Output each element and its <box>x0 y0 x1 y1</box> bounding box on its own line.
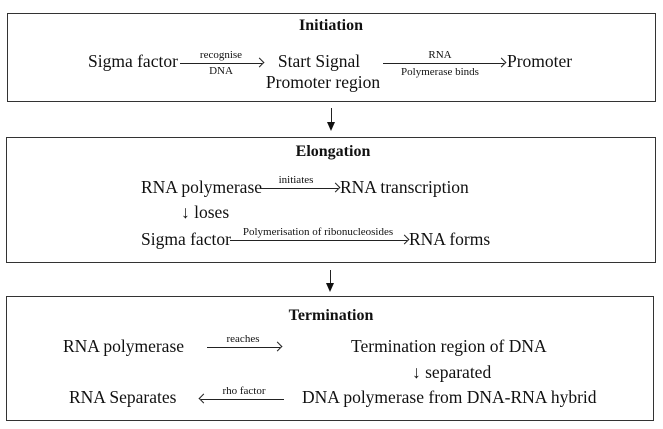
elongation-title: Elongation <box>295 143 371 160</box>
initiates-arrow-icon <box>260 188 338 189</box>
elongation-box <box>6 137 656 263</box>
elongation-rna-polymerase: RNA polymerase <box>141 177 263 197</box>
promoter-region: Promoter region <box>265 72 381 92</box>
initiates-label: initiates <box>278 174 314 186</box>
termination-region: Termination region of DNA <box>351 336 547 356</box>
reaches-label: reaches <box>226 333 260 345</box>
polymerisation-label: Polymerisation of ribonucleosides <box>242 226 394 238</box>
dna-polymerase-hybrid: DNA polymerase from DNA-RNA hybrid <box>302 387 597 407</box>
separated-label: ↓ separated <box>412 362 492 382</box>
start-signal: Start Signal <box>277 51 361 71</box>
recognise-label: recognise <box>199 49 243 61</box>
elongation-sigma-factor: Sigma factor <box>141 229 231 249</box>
initiation-sigma-factor: Sigma factor <box>88 51 178 71</box>
promoter: Promoter <box>507 51 573 71</box>
recognise-arrow-icon <box>180 63 262 64</box>
down-arrow-icon <box>326 270 334 292</box>
rna-binds-arrow-icon <box>383 63 504 64</box>
reaches-arrow-icon <box>207 347 280 348</box>
rna-separates: RNA Separates <box>69 387 177 407</box>
polymerase-binds-label: Polymerase binds <box>401 66 479 78</box>
termination-title: Termination <box>288 307 374 324</box>
initiation-title: Initiation <box>298 17 364 34</box>
rna-label: RNA <box>428 49 452 61</box>
loses-label: ↓ loses <box>181 202 230 222</box>
rna-transcription: RNA transcription <box>340 177 469 197</box>
rna-forms: RNA forms <box>409 229 491 249</box>
dna-label: DNA <box>209 65 233 77</box>
termination-rna-polymerase: RNA polymerase <box>63 336 185 356</box>
termination-box <box>6 296 654 421</box>
down-arrow-icon <box>327 108 335 131</box>
initiation-box <box>7 13 656 102</box>
rho-factor-label: rho factor <box>222 385 266 397</box>
rho-factor-arrow-icon <box>201 399 284 400</box>
polymerisation-arrow-icon <box>230 240 407 241</box>
